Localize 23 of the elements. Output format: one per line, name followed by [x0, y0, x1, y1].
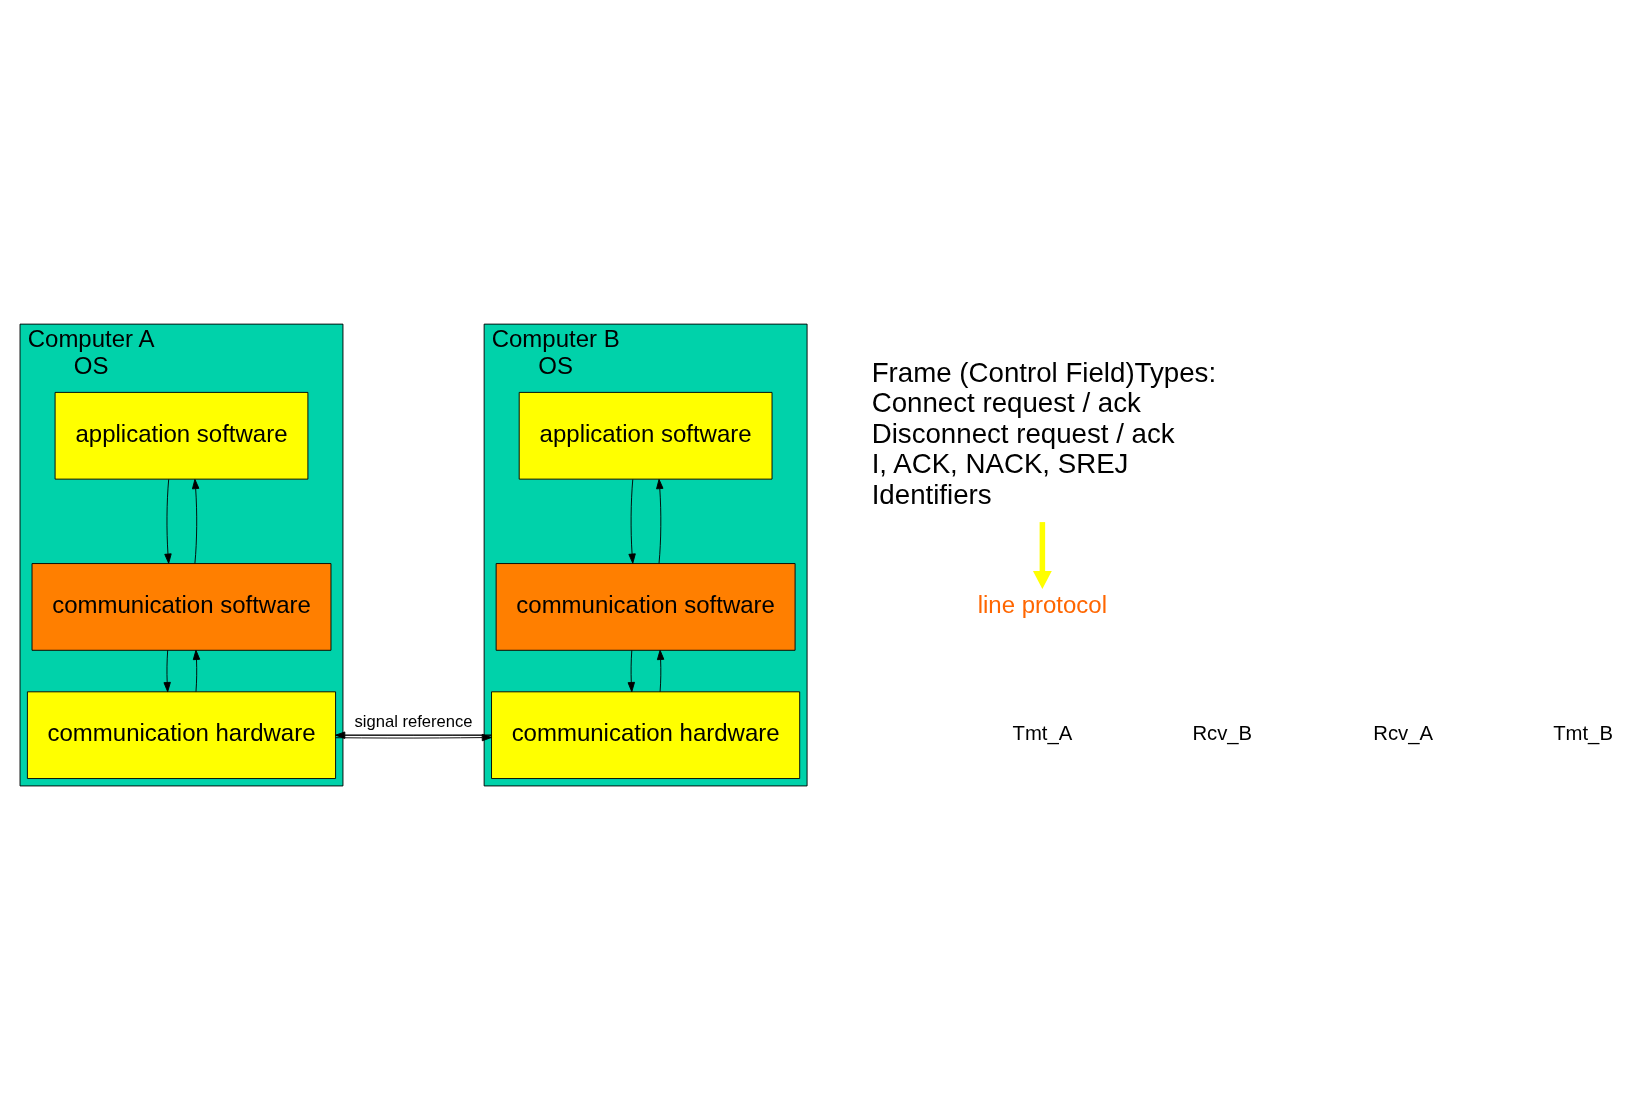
- arrow: [164, 478, 172, 564]
- arrow: [192, 649, 201, 692]
- connector: [335, 734, 492, 736]
- node-text: line protocol: [977, 590, 1108, 618]
- node-box: application software: [54, 391, 309, 480]
- node-box: communication software: [495, 562, 796, 651]
- node-text: Frame (Control Field)Types: Connect request / ack Disconnect request / ack I, ACK, NACK, SREJ Identifiers: [871, 356, 1217, 510]
- label: Tmt_B: [1553, 721, 1613, 744]
- node-box: communication software: [31, 562, 332, 651]
- arrow: [627, 649, 635, 692]
- arrow: [656, 649, 665, 692]
- node-box: communication hardware: [26, 690, 337, 779]
- label: Rcv_A: [1373, 721, 1434, 744]
- edge-label: signal reference: [354, 711, 473, 731]
- arrow: [628, 478, 636, 564]
- arrow: [656, 478, 664, 564]
- arrow: [1032, 521, 1052, 589]
- label: Tmt_A: [1012, 721, 1073, 744]
- node-box: communication hardware: [491, 690, 801, 779]
- arrow: [192, 478, 200, 564]
- node-box: application software: [518, 391, 773, 480]
- arrow: [163, 649, 171, 692]
- label: Rcv_B: [1192, 721, 1253, 744]
